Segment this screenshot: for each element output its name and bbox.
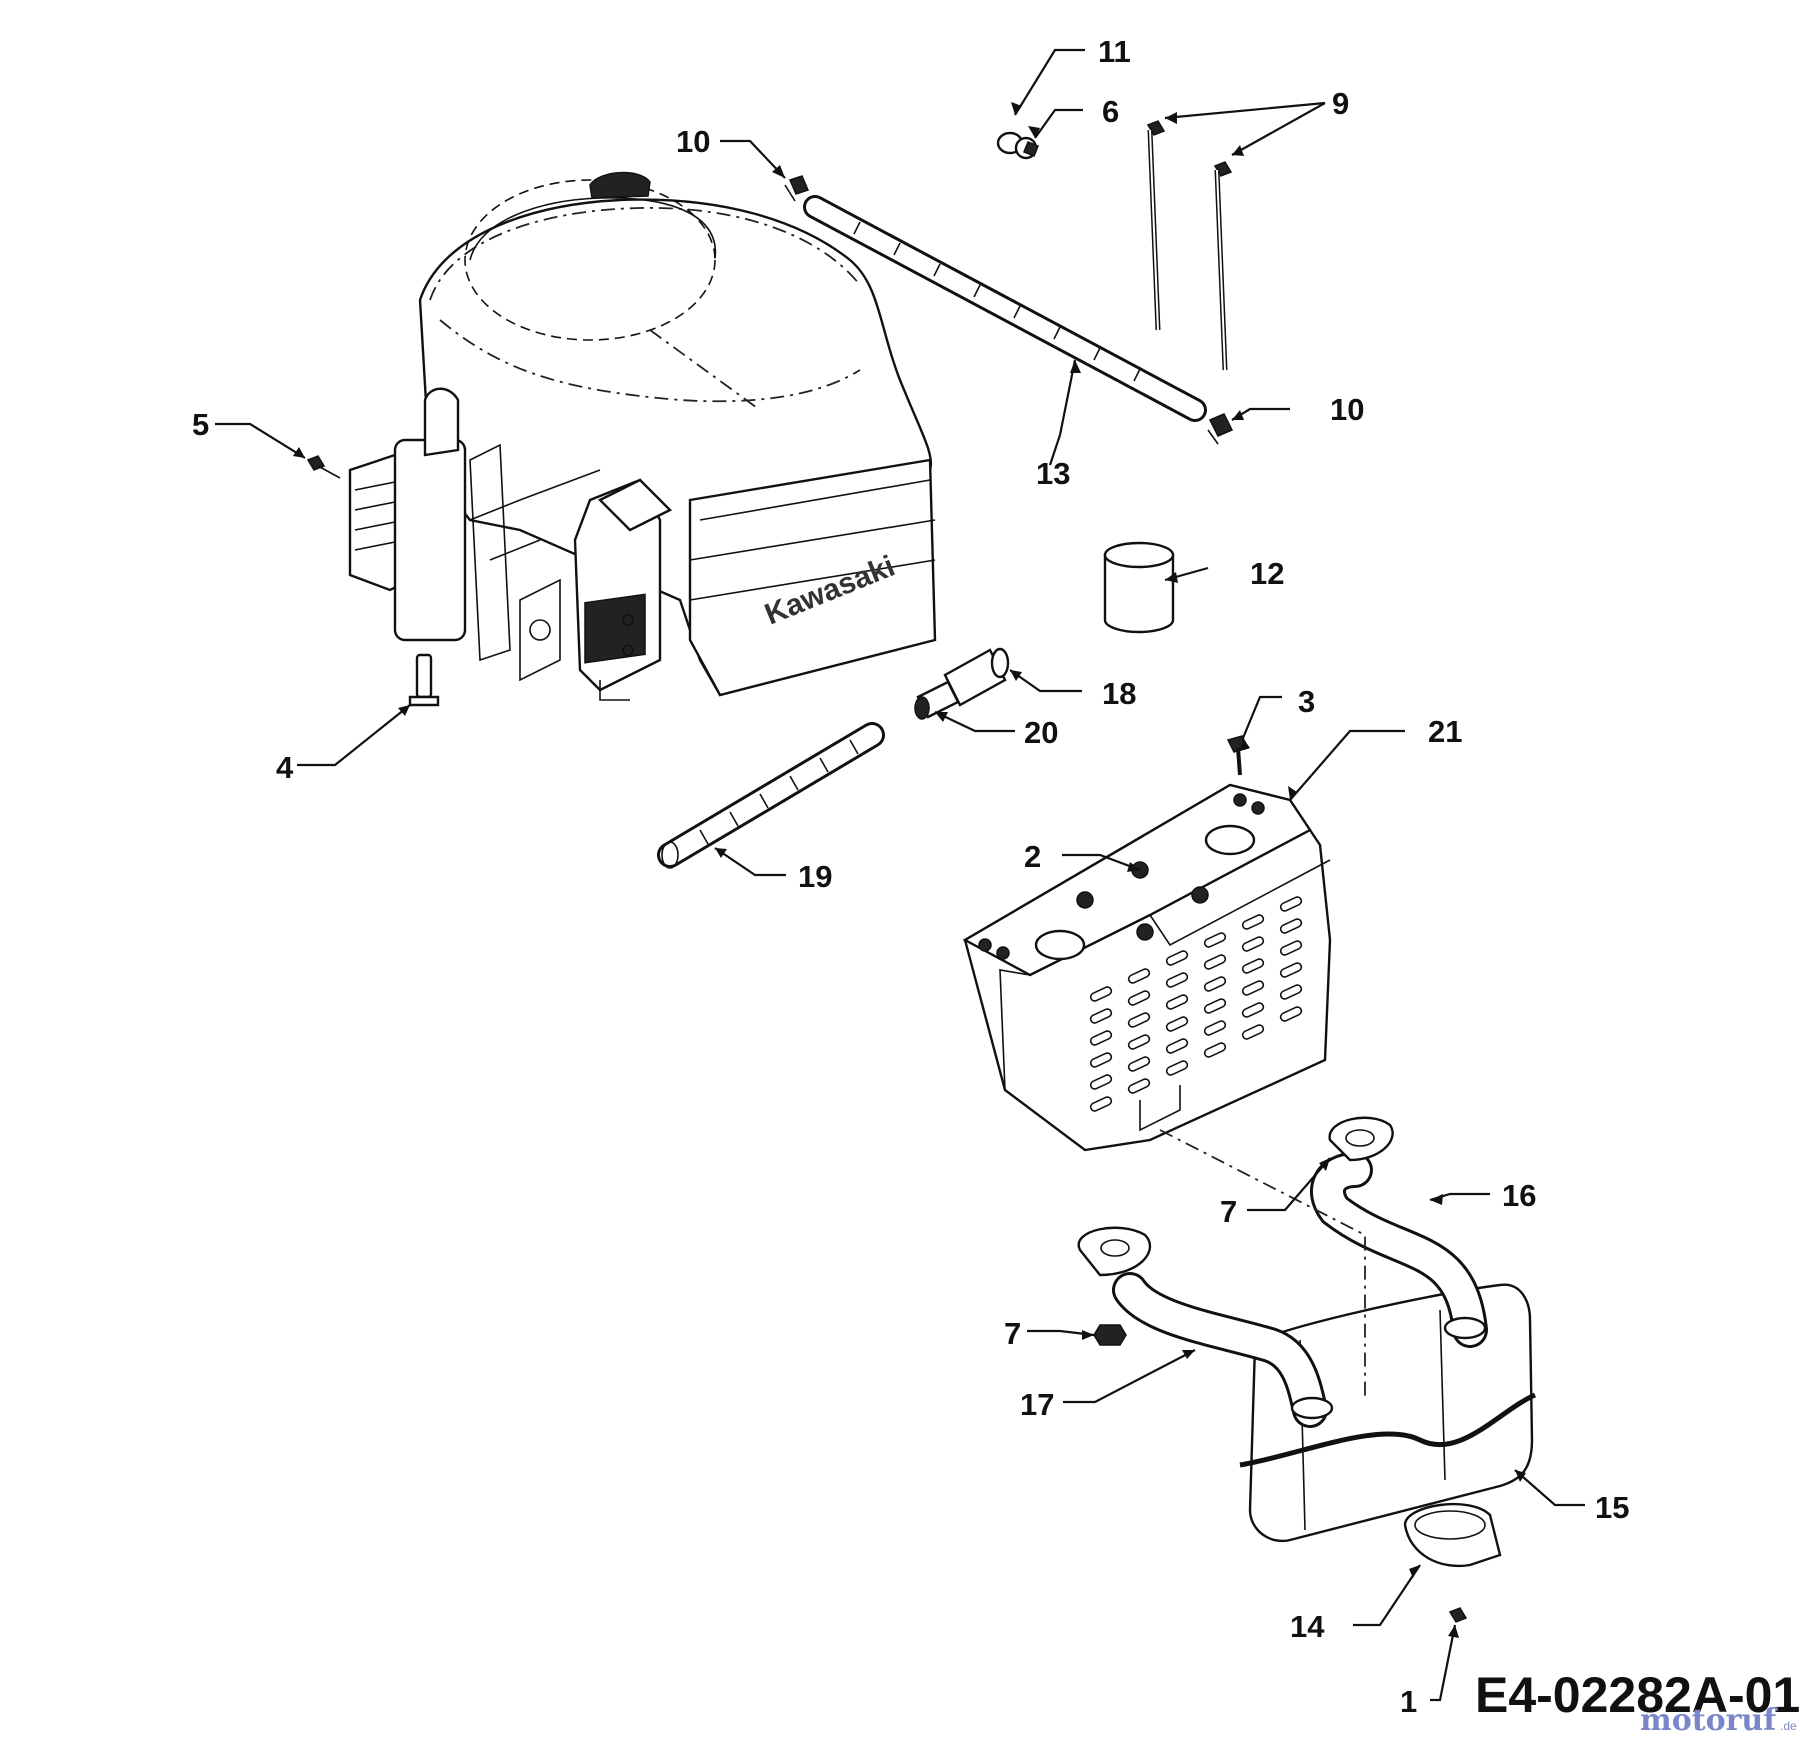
shield-slot [1203,998,1227,1014]
shield-slot [1279,896,1303,912]
cable-tie-9-left [1146,120,1166,331]
callout-18: 18 [1102,676,1136,711]
nut-7 [1093,1324,1127,1346]
leader-lines [215,48,1585,1702]
callout-4: 4 [276,750,294,785]
exhaust-pipe-16 [1310,1116,1488,1348]
shield-slot [1089,1074,1113,1090]
callout-17: 17 [1020,1387,1054,1422]
screw-5 [306,455,341,479]
engine-assembly: Kawasaki [348,171,937,701]
shield-slot [1165,1016,1189,1032]
shield-slot [1203,1020,1227,1036]
callout-10-lower: 10 [1330,392,1364,427]
shield-slot [1279,984,1303,1000]
heat-shield-21 [962,783,1332,1152]
callout-21: 21 [1428,714,1462,749]
shield-slot [1203,976,1227,992]
fitting-20 [914,680,960,720]
screw-1 [1448,1607,1468,1623]
shield-slot [1127,1056,1151,1072]
callout-20: 20 [1024,715,1058,750]
diagram-code: E4-02282A-01 [1475,1667,1800,1723]
watermark: motoruf .de [1640,1703,1797,1738]
shield-slot [1089,1096,1113,1112]
shield-slot [1127,990,1151,1006]
fuel-filter-12 [1103,541,1175,634]
callout-6: 6 [1102,94,1119,129]
callout-11: 11 [1098,34,1131,69]
shield-slot [1127,1034,1151,1050]
shield-slot [1241,980,1265,996]
shield-slot [1089,1030,1113,1046]
shield-slot [1165,994,1189,1010]
clamp-10-lower [1207,413,1234,445]
shield-slot [1165,950,1189,966]
callout-19: 19 [798,859,832,894]
shield-slot [1127,1078,1151,1094]
hose-19 [657,722,885,869]
callout-14: 14 [1290,1609,1325,1644]
shield-slot [1279,1006,1303,1022]
shield-slot [1203,954,1227,970]
shield-slot [1241,958,1265,974]
callout-7-lower: 7 [1004,1316,1021,1351]
shield-slot [1089,986,1113,1002]
shield-slot [1203,1042,1227,1058]
shield-slot [1165,1060,1189,1076]
callout-5: 5 [192,407,209,442]
shield-slot [1089,1008,1113,1024]
callout-12: 12 [1250,556,1284,591]
hose-13 [803,195,1207,422]
shield-slot [1241,936,1265,952]
shield-slot [1127,1012,1151,1028]
shield-slot [1165,972,1189,988]
shield-slot [1127,968,1151,984]
shield-slot [1165,1038,1189,1054]
shield-slot [1279,940,1303,956]
callout-15: 15 [1595,1490,1629,1525]
shield-slot [1241,914,1265,930]
centerline-shield-muffler [1159,1129,1366,1400]
cable-tie-9-right [1213,161,1233,371]
washer-11-nut-6 [996,131,1039,160]
clamp-10-upper [784,175,810,202]
exhaust-pipe-17 [1077,1226,1334,1428]
bolt-4 [408,653,440,707]
deflector-14 [1403,1502,1502,1568]
shield-slot [1279,918,1303,934]
shield-slot [1203,932,1227,948]
watermark-suffix: .de [1780,1719,1797,1733]
shield-slot [1279,962,1303,978]
arrow-heads [293,102,1526,1638]
callout-9: 9 [1332,86,1349,121]
shield-slot [1241,1024,1265,1040]
callout-1: 1 [1400,1684,1417,1719]
callout-10-upper: 10 [676,124,710,159]
muffler-15 [1239,1283,1537,1543]
shield-slot [1089,1052,1113,1068]
callout-2: 2 [1024,839,1041,874]
callout-7-upper: 7 [1220,1194,1237,1229]
callout-3: 3 [1298,684,1315,719]
callout-13: 13 [1036,456,1070,491]
watermark-brand: motoruf [1640,1703,1778,1738]
callout-labels: 11 6 9 10 10 13 5 12 18 20 4 3 21 2 19 1… [192,34,1629,1719]
shield-slot [1241,1002,1265,1018]
callout-16: 16 [1502,1178,1536,1213]
